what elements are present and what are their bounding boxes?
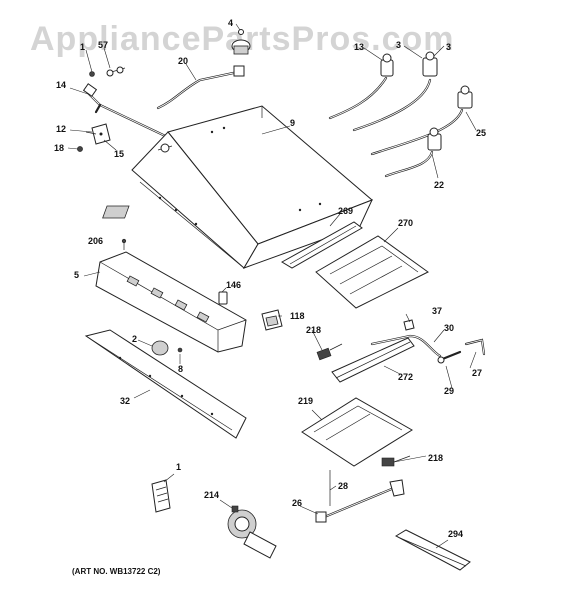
trim-strip-32: [84, 329, 247, 439]
callout-27: 27: [472, 368, 482, 378]
callout-22: 22: [434, 180, 444, 190]
callout-28: 28: [338, 481, 348, 491]
valve-13-left: [328, 53, 394, 120]
callout-269: 269: [338, 206, 353, 216]
callout-218-upper: 218: [306, 325, 321, 335]
callout-5: 5: [74, 270, 79, 280]
callout-18: 18: [54, 143, 64, 153]
bottom-shield-219: [301, 397, 413, 467]
callout-3-left: 3: [396, 40, 401, 50]
bracket-272: [331, 337, 415, 383]
ignitor-218-lower: [381, 455, 411, 467]
valve-13-right: [352, 51, 438, 132]
valve-knob-stem-57: [106, 66, 126, 77]
art-number: (ART NO. WB13722 C2): [72, 567, 161, 576]
callout-214: 214: [204, 490, 219, 500]
callout-1-top: 1: [80, 42, 85, 52]
burner-part-4-16: [231, 29, 251, 55]
callout-15: 15: [114, 149, 124, 159]
callout-30: 30: [444, 323, 454, 333]
shield-panel-270: [315, 235, 429, 309]
burner-box-9: [102, 105, 373, 269]
callout-206: 206: [88, 236, 103, 246]
callout-20: 20: [178, 56, 188, 66]
valve-25: [370, 85, 473, 156]
ignition-switch-214: [227, 505, 277, 559]
manifold-pipe-14: [82, 83, 180, 144]
callout-270: 270: [398, 218, 413, 228]
callout-3-right: 3: [446, 42, 451, 52]
callout-146: 146: [226, 280, 241, 290]
knob-2: [151, 340, 169, 356]
callout-2: 2: [132, 334, 137, 344]
callout-8: 8: [178, 364, 183, 374]
callout-labels: 1 4 57 20 13 3 3 14 9 12 18 15 25 22 269…: [54, 18, 486, 539]
screw-18: [77, 146, 83, 152]
bracket-12-15: [85, 123, 111, 145]
manifold-panel-5: [95, 251, 247, 353]
heat-shield-269: [281, 221, 363, 269]
callout-118: 118: [290, 311, 305, 321]
callout-25: 25: [476, 128, 486, 138]
callout-13: 13: [354, 42, 364, 52]
valve-22: [384, 127, 442, 178]
ignitor-218-upper: [316, 343, 343, 361]
clip-146: [218, 291, 228, 305]
burner-tube-26: [315, 479, 405, 523]
callout-294: 294: [448, 529, 463, 539]
callout-57: 57: [98, 40, 108, 50]
screw-8: [177, 347, 183, 353]
callout-32: 32: [120, 396, 130, 406]
callout-29: 29: [444, 386, 454, 396]
trim-294: [394, 529, 471, 571]
callout-37: 37: [432, 306, 442, 316]
callout-26: 26: [292, 498, 302, 508]
clip-37: [403, 319, 415, 331]
callout-9: 9: [290, 118, 295, 128]
callout-1-lower: 1: [176, 462, 181, 472]
tube-27: [464, 338, 486, 356]
bake-tube-30: [370, 334, 442, 358]
callout-4: 4: [228, 18, 233, 28]
leader-lines: [67, 23, 477, 549]
screw-1-top: [89, 71, 95, 77]
callout-218-lower: 218: [428, 453, 443, 463]
spark-module-118: [261, 309, 283, 331]
callout-219: 219: [298, 396, 313, 406]
literature-1: [151, 479, 171, 513]
orifice-29: [437, 350, 462, 364]
callout-14: 14: [56, 80, 66, 90]
callout-272: 272: [398, 372, 413, 382]
screw-206: [121, 238, 127, 250]
gas-tube-20: [156, 65, 245, 110]
callout-12: 12: [56, 124, 66, 134]
